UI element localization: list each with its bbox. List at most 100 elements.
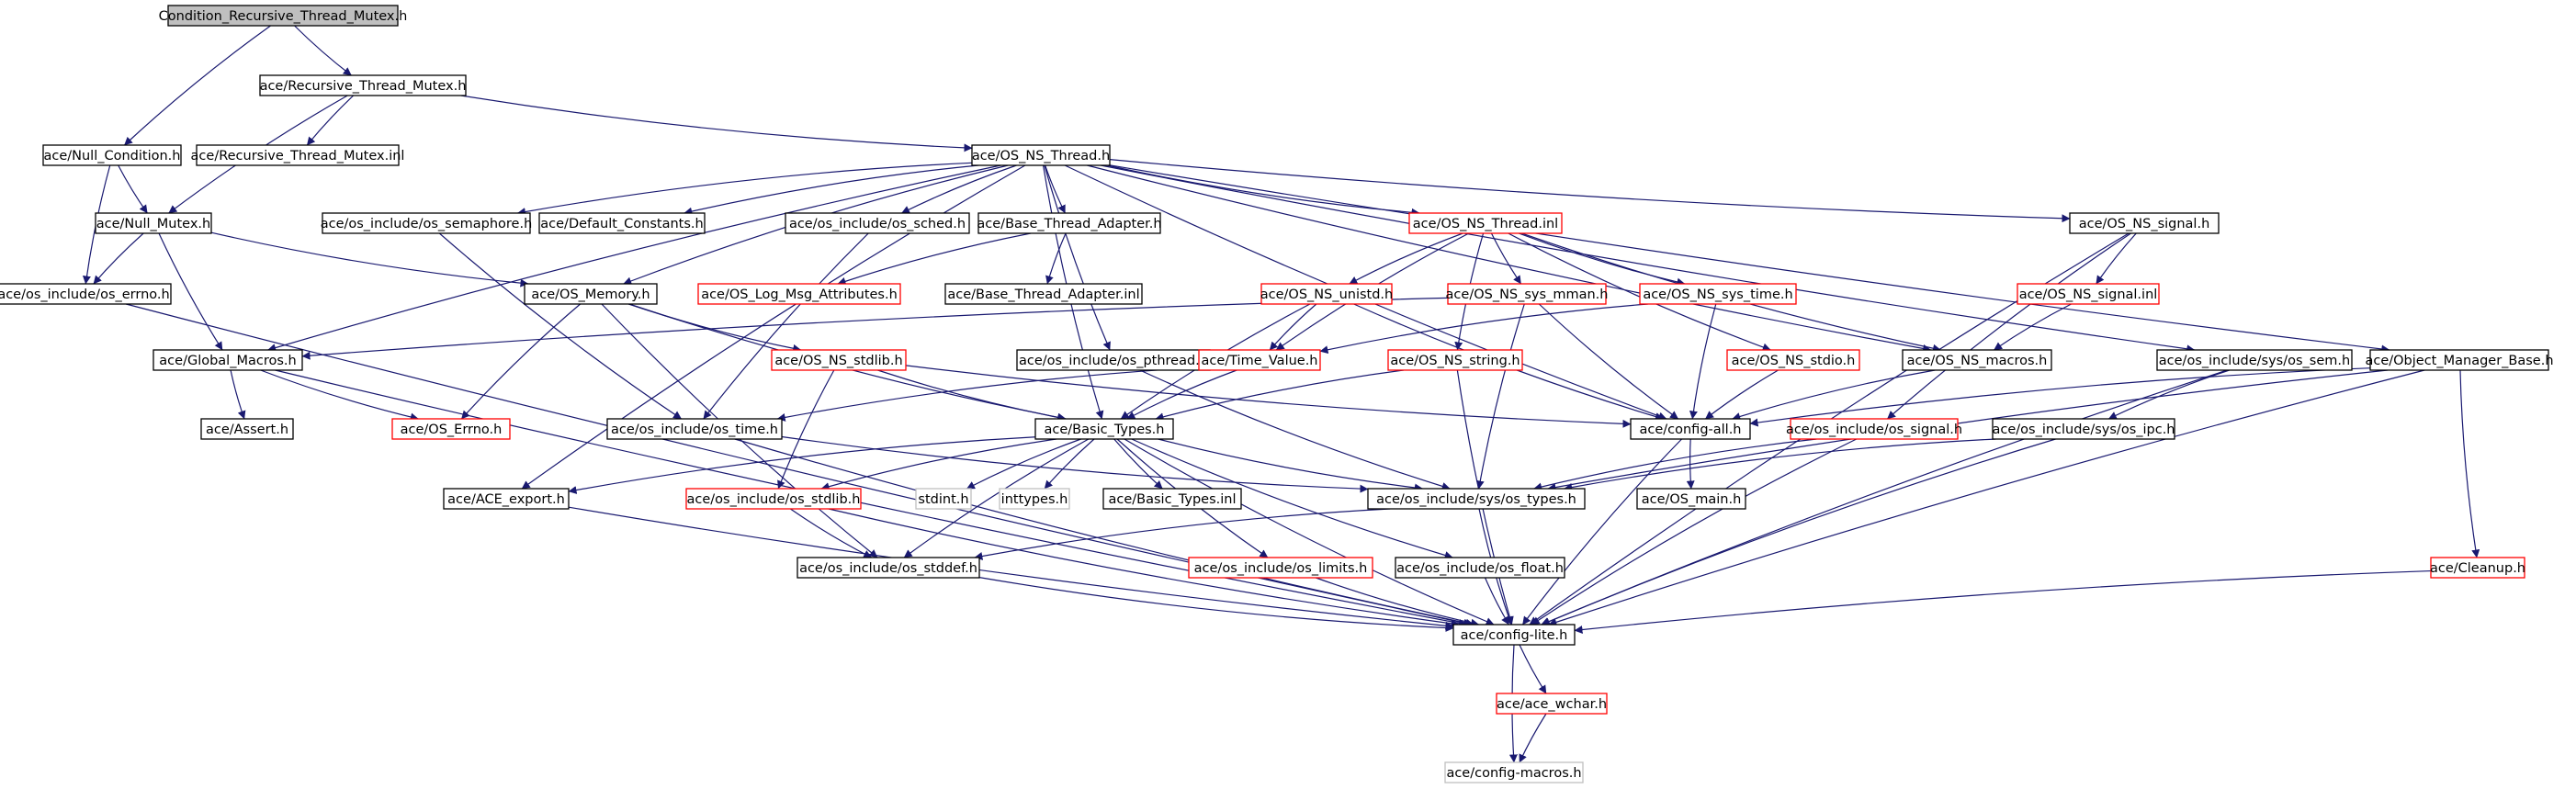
node-osmain[interactable]: ace/OS_main.h (1636, 488, 1746, 510)
node-ossignal[interactable]: ace/os_include/os_signal.h (1786, 418, 1962, 440)
edge-osnsunistd-to-timeval (1269, 303, 1317, 351)
edge-line (1124, 438, 1495, 626)
node-osnssiginl[interactable]: ace/OS_NS_signal.inl (2017, 283, 2160, 305)
edge-basictypes-to-aceexport (568, 436, 1036, 494)
node-osmem[interactable]: ace/OS_Memory.h (524, 283, 658, 305)
node-label: ace/Basic_Types.h (1045, 423, 1165, 437)
edge-line (974, 508, 1391, 560)
node-nullcond[interactable]: ace/Null_Condition.h (42, 144, 182, 166)
node-osipc[interactable]: ace/os_include/sys/os_ipc.h (1992, 418, 2175, 440)
edge-line (158, 232, 223, 351)
node-label: ace/OS_Memory.h (531, 287, 650, 302)
node-stdint[interactable]: stdint.h (915, 488, 972, 510)
node-box (1387, 349, 1523, 371)
node-basictypesinl[interactable]: ace/Basic_Types.inl (1102, 488, 1242, 510)
node-box (42, 144, 182, 166)
node-inttypes[interactable]: inttypes.h (999, 488, 1070, 510)
node-label: ace/OS_NS_sys_time.h (1643, 287, 1792, 302)
edge-basethr-to-oslog (837, 232, 1032, 286)
edge-osnsstdlib-to-osstdlib (777, 369, 835, 490)
node-ossched[interactable]: ace/os_include/os_sched.h (785, 212, 970, 234)
edge-globmac-to-configlite (275, 369, 1467, 627)
edge-osnssiginl-to-osnsmacros (1994, 303, 2072, 351)
node-oslimits[interactable]: ace/os_include/os_limits.h (1188, 557, 1373, 579)
node-box (1188, 557, 1373, 579)
node-label: ace/OS_NS_unistd.h (1260, 287, 1393, 302)
node-basethrinl[interactable]: ace/Base_Thread_Adapter.inl (944, 283, 1143, 305)
node-osnsunistd[interactable]: ace/OS_NS_unistd.h (1260, 283, 1393, 305)
node-osnsmacros[interactable]: ace/OS_NS_macros.h (1902, 349, 2052, 371)
edge-line (877, 369, 1067, 422)
node-basethr[interactable]: ace/Base_Thread_Adapter.h (977, 212, 1162, 234)
node-recmtxinl[interactable]: ace/Recursive_Thread_Mutex.inl (191, 144, 405, 166)
edge-basictypes-to-stdint (966, 438, 1081, 490)
edge-line (1518, 232, 1686, 287)
edge-line (1126, 369, 1237, 420)
node-label: ace/OS_NS_stdlib.h (774, 354, 902, 368)
nodes-layer: Condition_Recursive_Thread_Mutex.h ace/Re… (0, 5, 2554, 783)
node-ospthread[interactable]: ace/os_include/os_pthread.h (1016, 349, 1211, 371)
node-defconst[interactable]: ace/Default_Constants.h (538, 212, 706, 234)
node-globmac[interactable]: ace/Global_Macros.h (153, 349, 303, 371)
node-label: ace/Assert.h (206, 423, 288, 437)
node-ossem[interactable]: ace/os_include/os_semaphore.h (321, 212, 533, 234)
node-osnssig[interactable]: ace/OS_NS_signal.h (2069, 212, 2220, 234)
node-cleanup[interactable]: ace/Cleanup.h (2430, 557, 2525, 579)
node-box (95, 212, 212, 234)
node-box (1102, 488, 1242, 510)
node-configall[interactable]: ace/config-all.h (1630, 418, 1751, 440)
node-oserrnoh[interactable]: ace/OS_Errno.h (391, 418, 511, 440)
node-timeval[interactable]: ace/Time_Value.h (1198, 349, 1321, 371)
node-aceexport[interactable]: ace/ACE_export.h (443, 488, 570, 510)
node-ostime[interactable]: ace/os_include/os_time.h (606, 418, 783, 440)
edge-line (1547, 369, 2389, 491)
node-ossyssem[interactable]: ace/os_include/sys/os_sem.h (2156, 349, 2353, 371)
edge-osnsstdlib-to-configall (905, 365, 1632, 428)
edge-line (210, 231, 529, 287)
node-osnsstdio[interactable]: ace/OS_NS_stdio.h (1726, 349, 1860, 371)
edge-line (1705, 369, 1779, 420)
node-label: ace/Base_Thread_Adapter.inl (947, 287, 1139, 302)
node-osnsstdlib[interactable]: ace/OS_NS_stdlib.h (771, 349, 907, 371)
edge-line (93, 232, 144, 285)
edge-basethr-to-basethrinl (1045, 232, 1067, 285)
node-oserrno[interactable]: ace/os_include/os_errno.h (0, 283, 172, 305)
node-label: ace/OS_NS_macros.h (1907, 354, 2048, 368)
node-osnsthrinl[interactable]: ace/OS_NS_Thread.inl (1408, 212, 1563, 234)
node-acewchar[interactable]: ace/ace_wchar.h (1496, 693, 1608, 715)
edge-line (1548, 369, 2425, 626)
node-osstdlib[interactable]: ace/os_include/os_stdlib.h (685, 488, 862, 510)
node-basictypes[interactable]: ace/Basic_Types.h (1034, 418, 1174, 440)
node-oslog[interactable]: ace/OS_Log_Msg_Attributes.h (697, 283, 901, 305)
node-osnssystime[interactable]: ace/OS_NS_sys_time.h (1639, 283, 1797, 305)
edge-oslimits-to-configlite (1316, 577, 1480, 627)
node-osfloat[interactable]: ace/os_include/os_float.h (1395, 557, 1565, 579)
edge-line (905, 365, 1632, 428)
edge-osnsthread-to-defconst (684, 164, 979, 216)
node-objmgr[interactable]: ace/Object_Manager_Base.h (2365, 349, 2554, 371)
node-nullmutex[interactable]: ace/Null_Mutex.h (95, 212, 212, 234)
node-osstddef[interactable]: ace/os_include/os_stddef.h (797, 557, 980, 579)
node-osnsthread[interactable]: ace/OS_NS_Thread.h (971, 144, 1111, 166)
edge-line (903, 438, 1090, 558)
node-recmtx[interactable]: ace/Recursive_Thread_Mutex.h (259, 74, 467, 96)
edge-line (517, 162, 973, 216)
node-label: ace/Time_Value.h (1201, 354, 1317, 368)
node-configlite[interactable]: ace/config-lite.h (1452, 624, 1576, 646)
node-label: Condition_Recursive_Thread_Mutex.h (159, 9, 408, 24)
edge-basictypes-to-osfloat (1131, 438, 1453, 559)
node-label: ace/config-macros.h (1446, 766, 1581, 781)
node-ostypes[interactable]: ace/os_include/sys/os_types.h (1367, 488, 1586, 510)
node-osnsstring[interactable]: ace/OS_NS_string.h (1387, 349, 1523, 371)
node-assert[interactable]: ace/Assert.h (200, 418, 294, 440)
node-label: ace/os_include/os_time.h (611, 423, 778, 437)
node-configmacros[interactable]: ace/config-macros.h (1444, 761, 1584, 783)
node-box (167, 5, 399, 27)
edge-nullmutex-to-globmac (158, 232, 223, 351)
edge-line (126, 303, 1473, 627)
node-box (1790, 418, 1959, 440)
edge-line (1316, 577, 1480, 627)
node-osnsmman[interactable]: ace/OS_NS_sys_mman.h (1446, 283, 1609, 305)
edge-line (460, 95, 973, 152)
edge-basictypes-to-osstddef (903, 438, 1090, 558)
